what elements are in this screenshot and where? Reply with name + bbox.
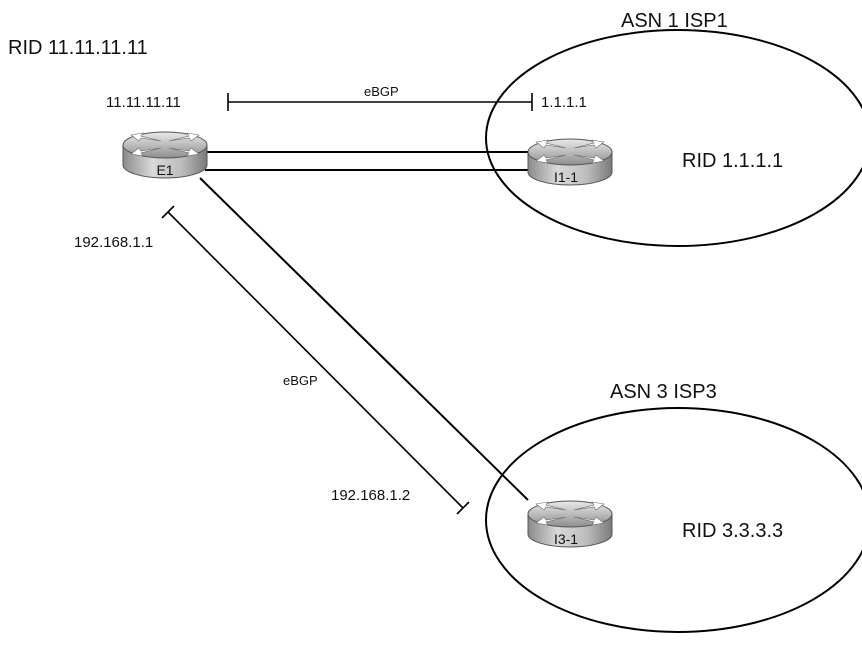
i1-1-rid-label: RID 1.1.1.1 <box>682 150 783 172</box>
router-i3-1[interactable]: I3-1 <box>527 500 613 548</box>
i3-1-rid-label: RID 3.3.3.3 <box>682 520 783 542</box>
ebgp-isp3-local-ip: 192.168.1.1 <box>74 234 153 251</box>
asn3-isp3-label: ASN 3 ISP3 <box>610 381 717 403</box>
ebgp-session-isp1 <box>227 93 533 111</box>
ebgp-isp1-protocol-label: eBGP <box>364 84 399 99</box>
router-e1[interactable]: E1 <box>122 131 208 179</box>
link-e1-i3-1 <box>199 177 529 501</box>
ebgp-isp1-remote-ip: 1.1.1.1 <box>541 94 587 111</box>
asn3-isp3-boundary <box>485 407 862 633</box>
ebgp-session-isp3 <box>161 205 470 515</box>
router-i1-1-name: I1-1 <box>554 169 578 185</box>
e1-rid-label: RID 11.11.11.11 <box>8 37 148 59</box>
asn1-isp1-label: ASN 1 ISP1 <box>621 10 728 32</box>
ebgp-isp3-remote-ip: 192.168.1.2 <box>331 487 410 504</box>
router-e1-name: E1 <box>156 162 173 178</box>
ebgp-isp3-protocol-label: eBGP <box>283 373 318 388</box>
ebgp-isp1-local-ip: 11.11.11.11 <box>106 94 181 111</box>
router-i1-1[interactable]: I1-1 <box>527 138 613 186</box>
asn1-isp1-boundary <box>485 29 862 247</box>
router-i3-1-name: I3-1 <box>554 531 578 547</box>
